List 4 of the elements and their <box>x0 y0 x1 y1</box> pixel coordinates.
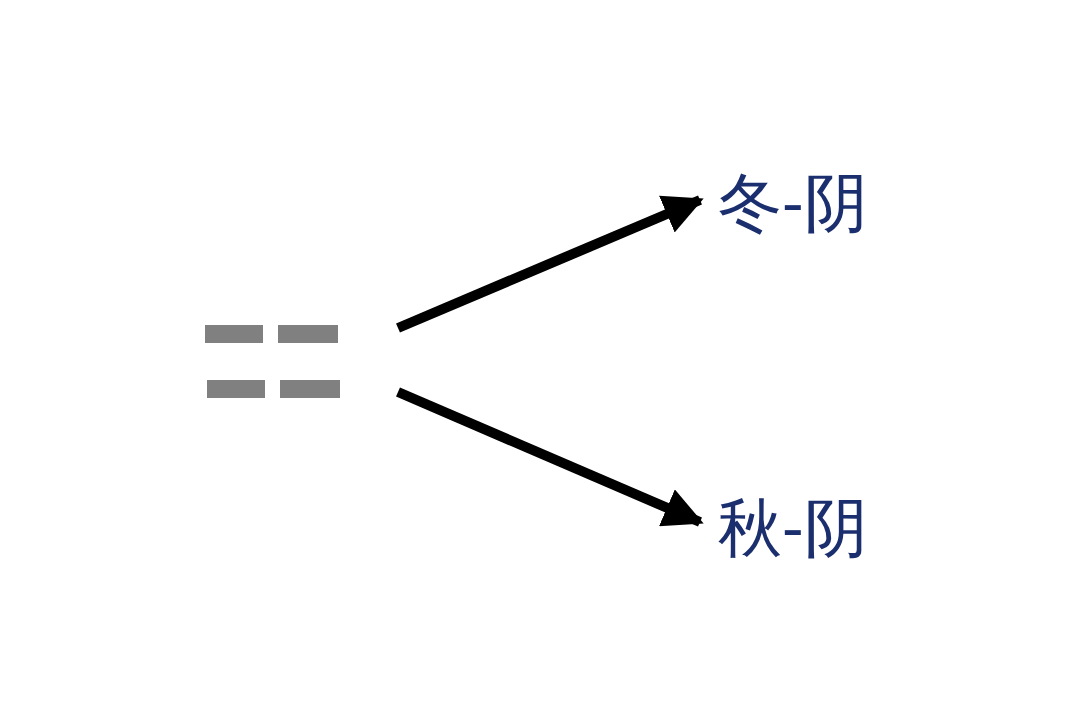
season-label: 冬-阴 <box>718 170 868 235</box>
arrow <box>396 195 704 333</box>
season-label: 秋-阴 <box>718 495 868 560</box>
arrow <box>396 387 704 527</box>
